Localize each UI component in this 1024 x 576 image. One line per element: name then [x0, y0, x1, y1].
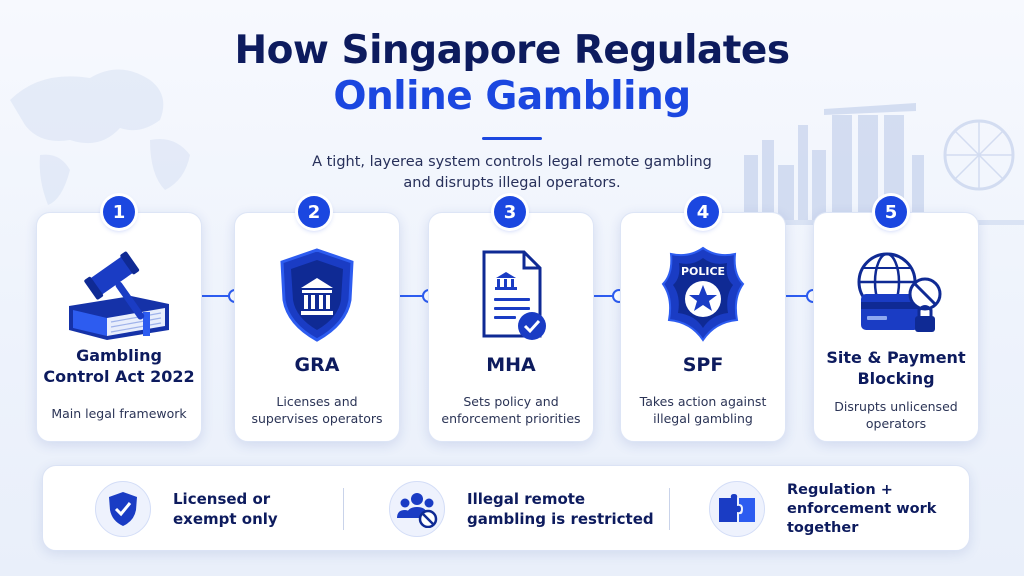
step-title-line-1: Gambling	[76, 346, 162, 365]
summary-item-illegal-restricted: Illegal remote gambling is restricted	[389, 476, 654, 542]
world-map-background	[10, 69, 190, 205]
summary-panel: Licensed or exempt only Illegal remote g…	[42, 465, 970, 551]
police-badge-text: POLICE	[681, 265, 725, 278]
summary-item-regulation-enforcement: Regulation + enforcement work together	[709, 476, 936, 542]
step-title: GRA	[241, 353, 393, 377]
step-card-gambling-control-act: Gambling Control Act 2022 Main legal fra…	[36, 212, 202, 442]
step-card-mha: MHA Sets policy and enforcement prioriti…	[428, 212, 594, 442]
step-title-line-1: SPF	[682, 354, 724, 376]
step-desc-line-1: Disrupts unlicensed	[834, 399, 958, 414]
step-number-badge: 1	[103, 196, 135, 228]
step-card-site-payment-blocking: Site & Payment Blocking Disrupts unlicen…	[813, 212, 979, 442]
connector-3-4	[588, 295, 620, 297]
step-desc-line-1: Takes action against	[639, 394, 767, 409]
summary-divider	[343, 488, 344, 530]
step-description: Disrupts unlicensed operators	[822, 398, 970, 432]
page-title: How Singapore Regulates Online Gambling	[0, 28, 1024, 120]
step-description: Main legal framework	[45, 405, 193, 422]
step-number-badge: 2	[298, 196, 330, 228]
title-line-1: How Singapore Regulates	[234, 28, 790, 73]
step-desc-line-2: operators	[865, 416, 927, 431]
step-number-badge: 4	[687, 196, 719, 228]
gavel-book-icon	[37, 239, 201, 349]
connector-1-2	[201, 295, 234, 297]
step-title: SPF	[627, 353, 779, 377]
step-description: Licenses and supervises operators	[243, 393, 391, 427]
step-desc-line-2: enforcement priorities	[441, 411, 581, 426]
policy-document-icon	[429, 239, 593, 349]
step-title: Gambling Control Act 2022	[43, 345, 195, 387]
step-title-line-2: Control Act 2022	[43, 367, 195, 386]
connector-4-5	[779, 295, 813, 297]
step-desc-line-1: Main legal framework	[51, 406, 187, 421]
summary-divider	[669, 488, 670, 530]
connector-2-3	[394, 295, 428, 297]
step-card-spf: POLICE SPF Takes action against illegal …	[620, 212, 786, 442]
police-badge-icon: POLICE	[621, 239, 785, 349]
step-desc-line-2: illegal gambling	[653, 411, 753, 426]
subtitle-line-2: and disrupts illegal operators.	[403, 175, 621, 191]
singapore-skyline-background	[724, 103, 1024, 225]
step-number-badge: 5	[875, 196, 907, 228]
shield-building-icon	[235, 239, 399, 349]
summary-text: Licensed or exempt only	[173, 490, 278, 528]
step-description: Takes action against illegal gambling	[629, 393, 777, 427]
step-desc-line-2: supervises operators	[251, 411, 383, 426]
summary-text: Illegal remote gambling is restricted	[467, 490, 654, 528]
shield-check-icon	[95, 481, 151, 537]
step-title: MHA	[435, 353, 587, 377]
step-description: Sets policy and enforcement priorities	[437, 393, 585, 427]
subtitle-line-1: A tight, layerea system controls legal r…	[312, 154, 712, 170]
step-title-line-1: Site & Payment	[826, 348, 966, 367]
step-title-line-1: GRA	[294, 354, 340, 376]
step-title: Site & Payment Blocking	[820, 347, 972, 389]
globe-card-block-icon	[814, 239, 978, 349]
step-card-gra: GRA Licenses and supervises operators	[234, 212, 400, 442]
step-title-line-2: Blocking	[857, 369, 935, 388]
step-title-line-1: MHA	[486, 354, 536, 376]
puzzle-icon	[709, 481, 765, 537]
step-desc-line-1: Sets policy and	[463, 394, 559, 409]
people-blocked-icon	[389, 481, 445, 537]
step-number-badge: 3	[494, 196, 526, 228]
summary-item-licensed: Licensed or exempt only	[95, 476, 278, 542]
step-desc-line-1: Licenses and	[276, 394, 358, 409]
summary-text: Regulation + enforcement work together	[787, 481, 937, 536]
title-line-2: Online Gambling	[333, 74, 691, 119]
subtitle: A tight, layerea system controls legal r…	[0, 152, 1024, 194]
title-underline	[482, 137, 542, 140]
